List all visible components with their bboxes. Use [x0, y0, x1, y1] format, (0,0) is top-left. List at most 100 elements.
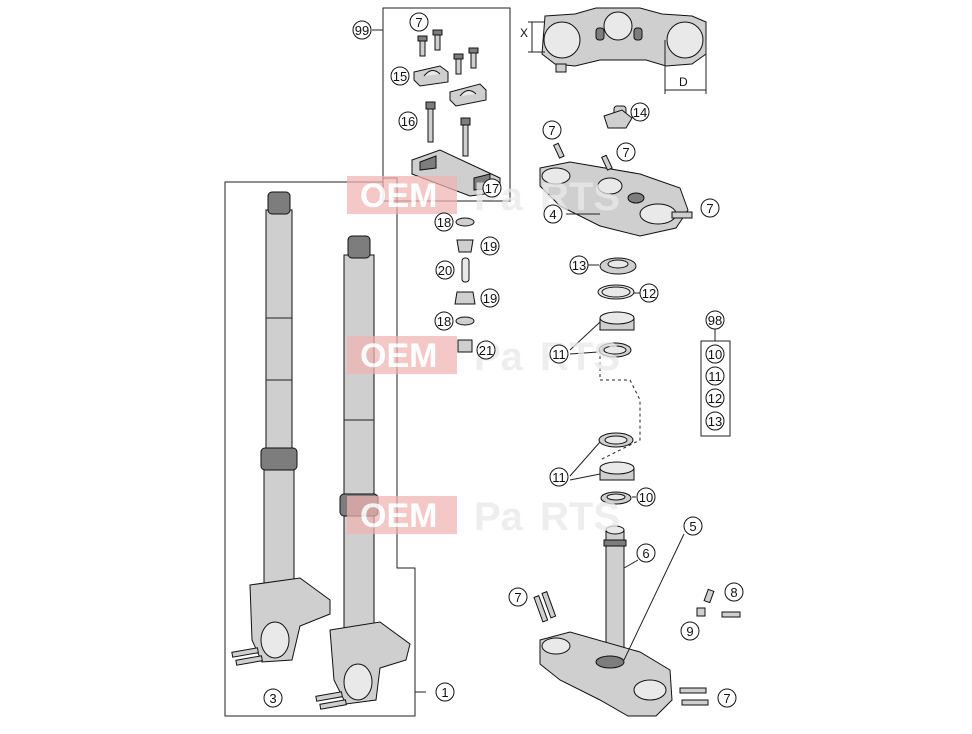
callout-number: 20: [438, 263, 452, 278]
callout-circle: [705, 388, 725, 408]
watermark-oem-3: OEM: [360, 497, 437, 535]
callout-circle: [549, 467, 569, 487]
clamp-screws: [425, 101, 471, 157]
callout-19: 19: [480, 288, 500, 308]
callout-circle: [616, 142, 636, 162]
callout-8: 8: [724, 582, 744, 602]
callout-number: 16: [401, 114, 415, 129]
callout-7: 7: [616, 142, 636, 162]
callout-98: 98: [705, 310, 725, 330]
callout-circle: [390, 66, 410, 86]
callout-20: 20: [435, 260, 455, 280]
callout-11: 11: [549, 344, 569, 364]
callout-number: 21: [479, 343, 493, 358]
callout-12: 12: [705, 388, 725, 408]
callout-circle: [409, 12, 429, 32]
callout-number: 1: [441, 685, 448, 700]
callout-15: 15: [390, 66, 410, 86]
callout-circle: [717, 688, 737, 708]
callout-13: 13: [569, 255, 589, 275]
watermark-oem-2: OEM: [360, 337, 437, 375]
callout-number: 10: [708, 347, 722, 362]
callout-circle: [542, 120, 562, 140]
callout-circle: [630, 102, 650, 122]
callout-circle: [352, 20, 372, 40]
callout-number: 19: [483, 291, 497, 306]
callout-18: 18: [434, 311, 454, 331]
callout-number: 19: [483, 239, 497, 254]
callout-circle: [724, 582, 744, 602]
watermark-pa-3: Pa: [474, 495, 524, 539]
callout-7: 7: [409, 12, 429, 32]
callout-number: 18: [437, 215, 451, 230]
callout-3: 3: [263, 688, 283, 708]
callout-number: 99: [355, 23, 369, 38]
callout-circle: [508, 587, 528, 607]
callout-number: 14: [633, 105, 647, 120]
callout-7: 7: [542, 120, 562, 140]
callout-circle: [705, 310, 725, 330]
callout-circle: [435, 260, 455, 280]
watermark: OEM Pa RTS OEM Pa RTS OEM Pa RTS: [347, 175, 620, 539]
callout-21: 21: [476, 340, 496, 360]
callout-number: 7: [723, 691, 730, 706]
dimension-d-label: D: [679, 75, 688, 89]
callout-number: 7: [548, 123, 555, 138]
callout-number: 12: [642, 286, 656, 301]
callout-14: 14: [630, 102, 650, 122]
callout-11: 11: [705, 366, 725, 386]
callout-number: 7: [622, 145, 629, 160]
callout-circle: [639, 283, 659, 303]
callout-17: 17: [482, 178, 502, 198]
stem-small-parts: [454, 217, 476, 353]
upper-triple-clamp: [539, 105, 693, 237]
callout-number: 8: [730, 585, 737, 600]
callout-18: 18: [434, 212, 454, 232]
lower-triple-clamp: [539, 631, 673, 717]
clamp-bolts: [417, 29, 479, 75]
callout-12: 12: [639, 283, 659, 303]
fork-leg-left: [231, 191, 331, 666]
steering-stem: [603, 525, 627, 661]
callout-11: 11: [549, 467, 569, 487]
handlebar-clamp-upper: [413, 65, 487, 107]
callout-circle: [549, 344, 569, 364]
callout-13: 13: [705, 411, 725, 431]
callout-number: 10: [639, 490, 653, 505]
callout-number: 9: [686, 624, 693, 639]
callout-circle: [435, 682, 455, 702]
callout-number: 11: [552, 470, 566, 485]
lower-clamp-bolts: [533, 588, 741, 706]
callout-number: 7: [514, 590, 521, 605]
callout-circle: [569, 255, 589, 275]
callout-number: 98: [708, 313, 722, 328]
callout-16: 16: [398, 111, 418, 131]
watermark-rts-3: RTS: [540, 495, 620, 539]
callout-9: 9: [680, 621, 700, 641]
callout-6: 6: [636, 543, 656, 563]
callout-circle: [482, 178, 502, 198]
callout-99: 99: [352, 20, 372, 40]
callout-circle: [263, 688, 283, 708]
callout-19: 19: [480, 236, 500, 256]
callout-number: 18: [437, 314, 451, 329]
callout-circle: [680, 621, 700, 641]
callout-circle: [434, 311, 454, 331]
callout-4: 4: [543, 204, 563, 224]
callout-number: 11: [552, 347, 566, 362]
callout-7: 7: [717, 688, 737, 708]
callout-circle: [636, 487, 656, 507]
callout-1: 1: [435, 682, 455, 702]
callout-5: 5: [683, 516, 703, 536]
callout-number: 5: [689, 519, 696, 534]
callout-circle: [636, 543, 656, 563]
callout-circle: [398, 111, 418, 131]
leader-lines: [372, 29, 685, 693]
callout-number: 12: [708, 391, 722, 406]
callout-7: 7: [508, 587, 528, 607]
callout-layer: 9971516171477741819201918211312119810111…: [263, 12, 744, 708]
callout-circle: [476, 340, 496, 360]
callout-number: 4: [549, 207, 556, 222]
callout-circle: [705, 411, 725, 431]
